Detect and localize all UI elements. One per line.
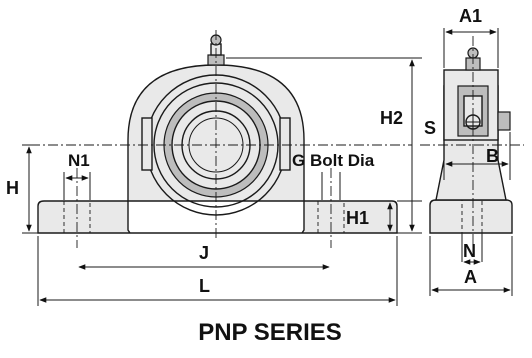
- label-g-bolt-dia: G Bolt Dia: [292, 151, 375, 170]
- housing-boss-left: [141, 117, 153, 171]
- label-l: L: [199, 276, 210, 296]
- label-b: B: [486, 146, 499, 166]
- label-h: H: [6, 178, 19, 198]
- side-collar: [497, 111, 511, 131]
- label-j: J: [199, 243, 209, 263]
- series-title: PNP SERIES: [198, 319, 342, 346]
- front-dimensions: H2 H N1 G Bolt Dia H1 J L: [6, 57, 422, 306]
- housing-boss-right: [279, 117, 291, 171]
- label-h1: H1: [346, 208, 369, 228]
- bolt-hole-left: [63, 200, 91, 234]
- front-view: [30, 30, 412, 248]
- label-a1: A1: [459, 6, 482, 26]
- side-view: [420, 36, 524, 250]
- bolt-hole-right: [317, 200, 345, 234]
- label-n: N: [463, 241, 476, 261]
- side-base: [429, 199, 513, 234]
- side-bolt-hole: [461, 199, 483, 234]
- label-n1: N1: [68, 151, 90, 170]
- front-base: [37, 200, 398, 234]
- side-dimensions: A1 S B N A: [424, 6, 513, 296]
- label-a: A: [464, 267, 477, 287]
- label-s: S: [424, 118, 436, 138]
- label-h2: H2: [380, 108, 403, 128]
